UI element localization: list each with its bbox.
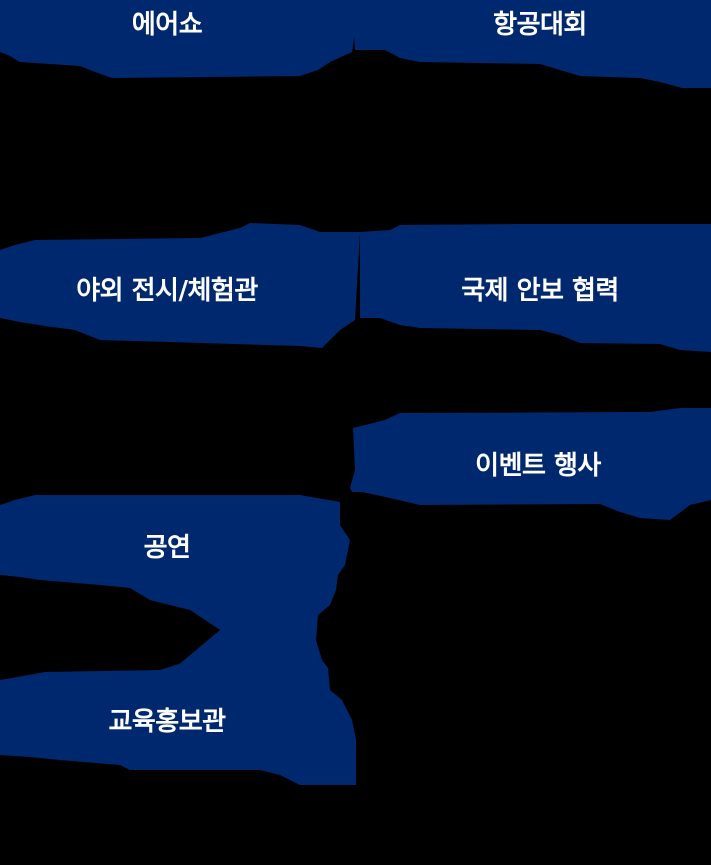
banner-shape-airshow[interactable] [0,0,360,78]
banner-label-education-pr[interactable]: 교육홍보관 [108,707,226,737]
banner-shape-outdoor-exhibition[interactable] [0,223,360,348]
banner-label-international-security[interactable]: 국제 안보 협력 [461,276,619,306]
banner-shape-international-security[interactable] [360,224,711,352]
banner-shape-performance[interactable] [0,495,350,690]
banner-label-event[interactable]: 이벤트 행사 [475,451,601,481]
banner-shape-event[interactable] [350,408,711,520]
banner-label-outdoor-exhibition[interactable]: 야외 전시/체험관 [76,276,258,306]
banner-shape-education-pr[interactable] [0,660,356,785]
banner-label-aviation-contest[interactable]: 항공대회 [493,10,587,40]
banner-shape-aviation-contest[interactable] [352,0,711,88]
banner-label-performance[interactable]: 공연 [143,533,191,563]
banner-label-airshow[interactable]: 에어쇼 [131,10,203,40]
